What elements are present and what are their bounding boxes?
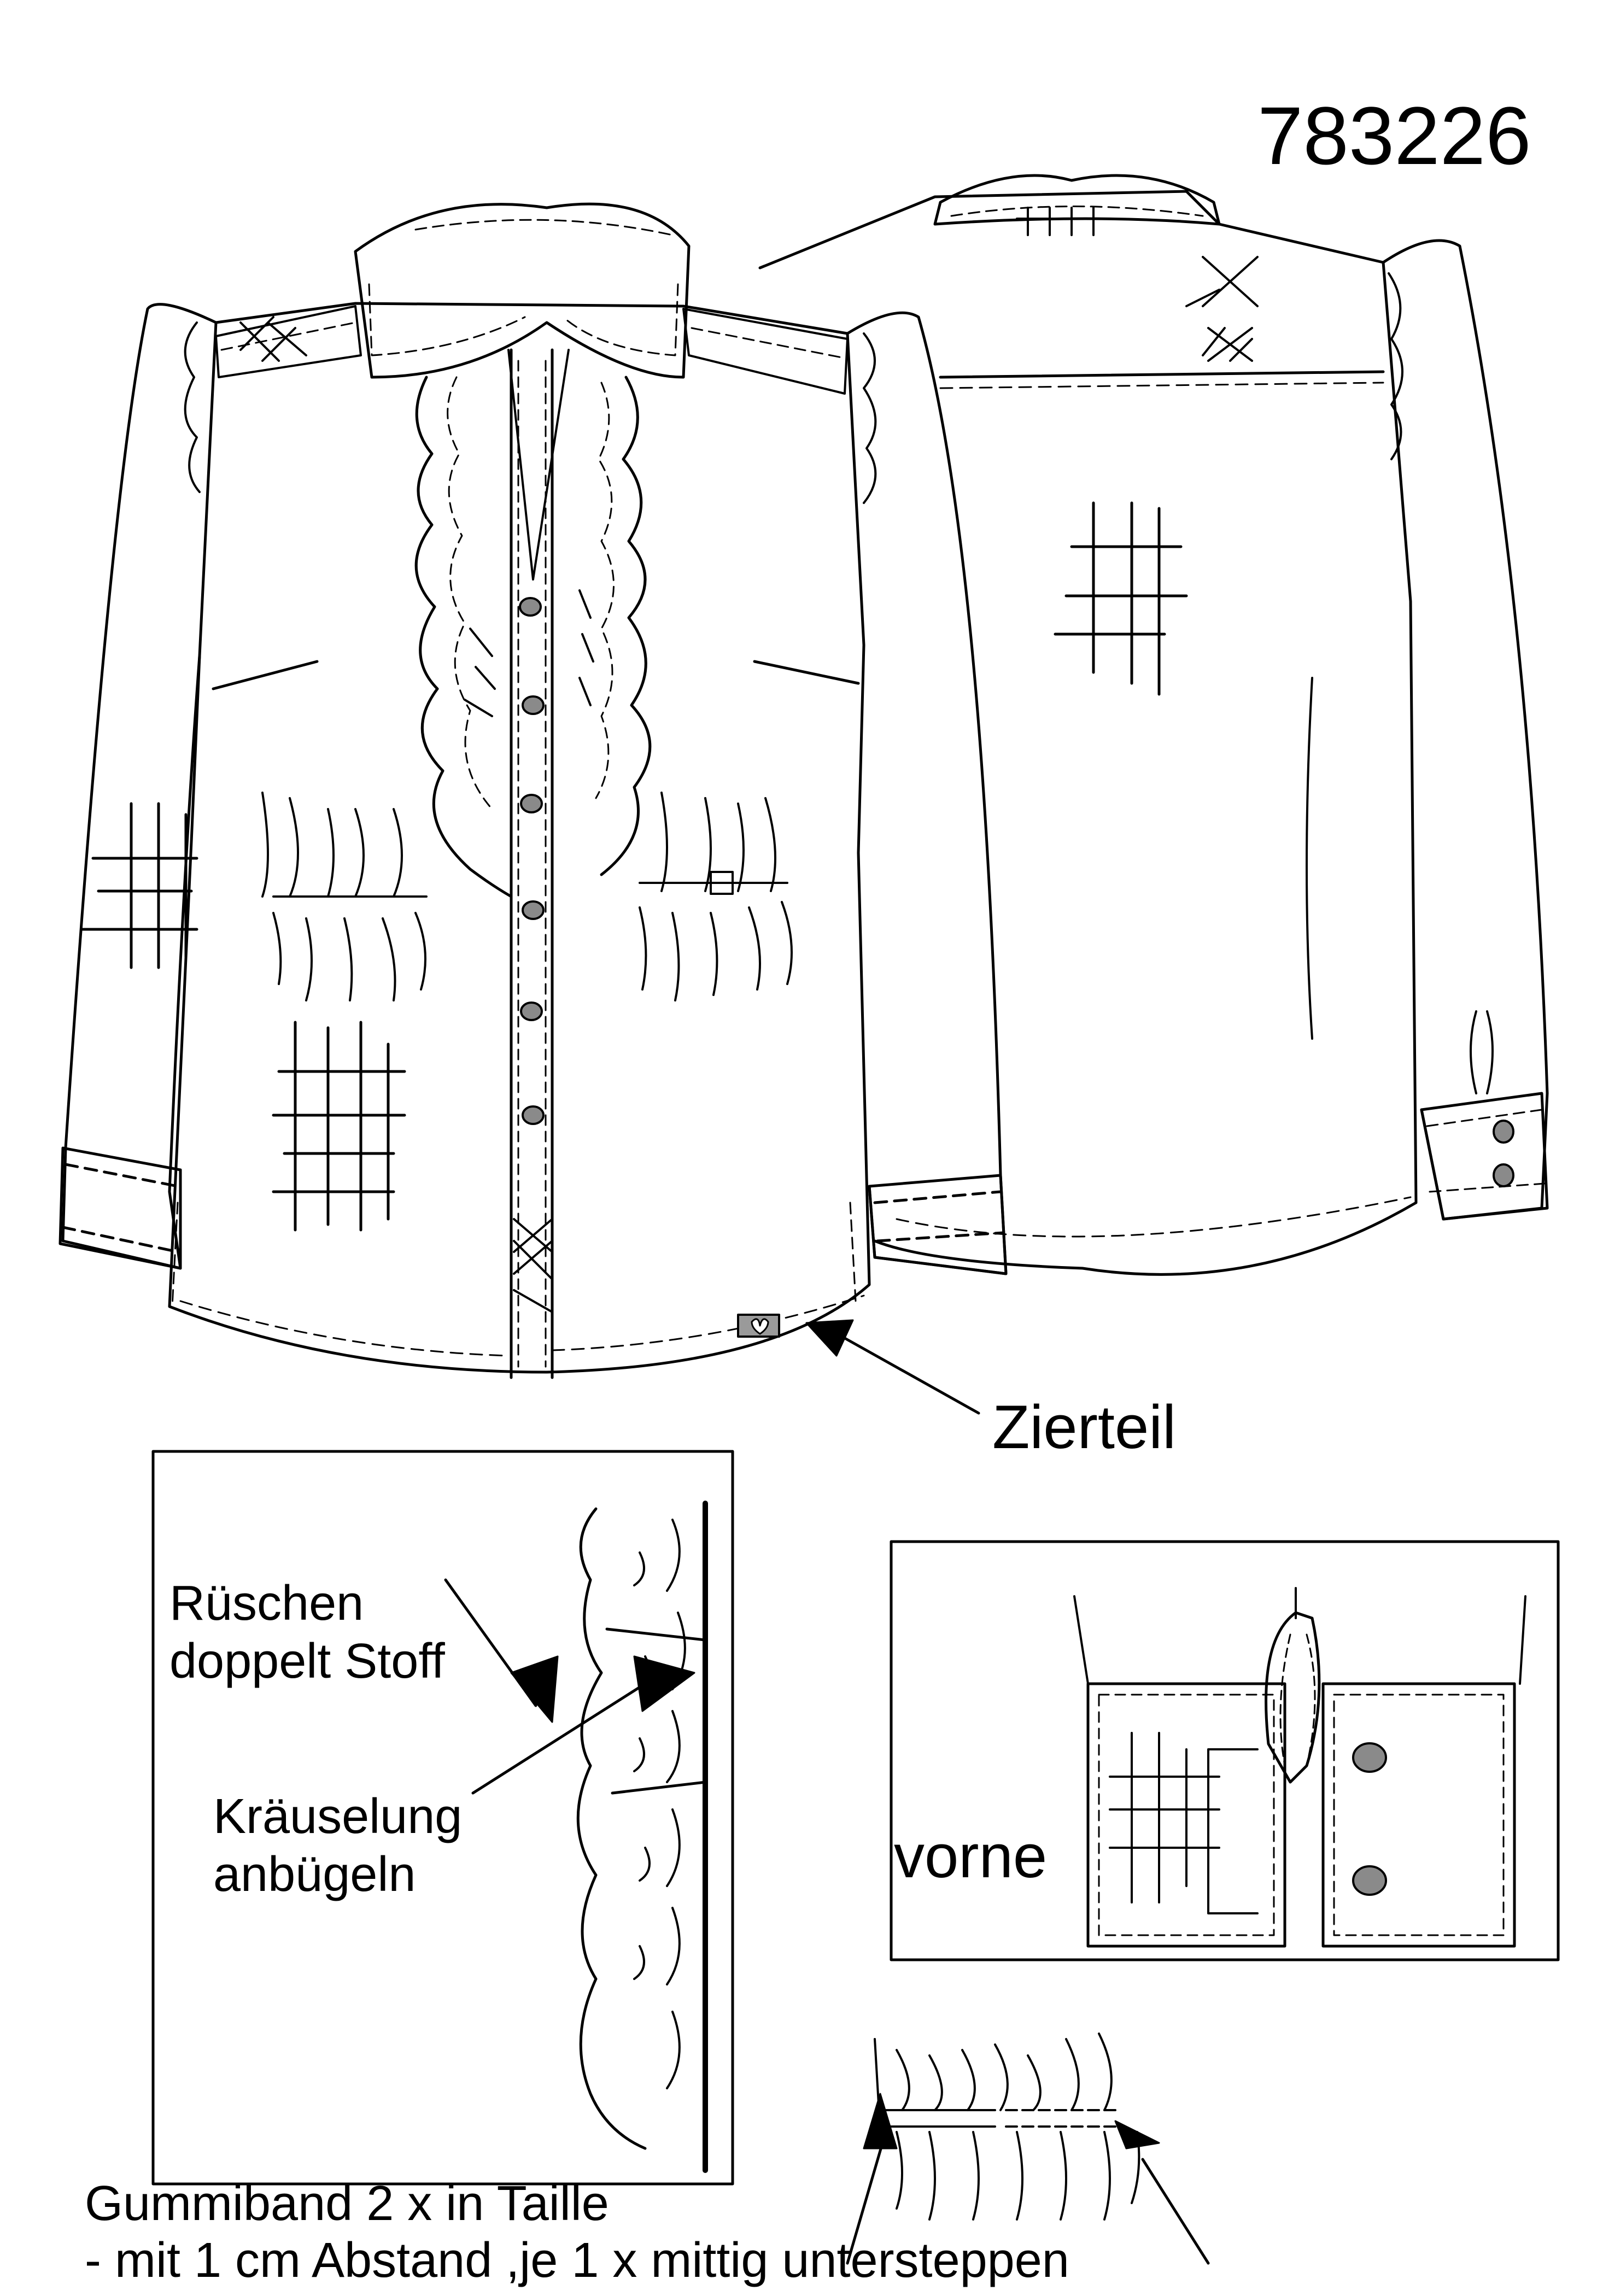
ruffle-detail-frame <box>151 1450 734 2186</box>
front-view <box>59 202 1008 1415</box>
front-right-cuff <box>868 1174 1008 1275</box>
front-collar <box>354 202 691 379</box>
zierteil-leader-line <box>840 1335 980 1415</box>
ruffle-detail <box>151 1450 734 2186</box>
cuff-detail <box>890 1540 1560 1961</box>
gummiband-note: Gummiband 2 x in Taille - mit 1 cm Absta… <box>85 2176 1069 2288</box>
cuff-left-panel <box>1086 1682 1286 1948</box>
zierteil-ornament <box>737 1314 780 1338</box>
rueschen-label: Rüschen doppelt Stoff <box>169 1576 445 1689</box>
vorne-label: vorne <box>894 1822 1048 1890</box>
cuff-right-panel <box>1321 1682 1516 1948</box>
zierteil-label: Zierteil <box>992 1393 1177 1461</box>
back-body-outline <box>758 190 1418 1276</box>
waist-elastic-detail <box>846 2033 1210 2265</box>
back-cuff <box>1420 1092 1549 1221</box>
front-fabric-grid-body <box>272 1021 406 1232</box>
back-view <box>758 174 1549 1276</box>
front-waist-elastic-right <box>639 792 793 1001</box>
cuff-detail-frame <box>890 1540 1560 1961</box>
front-placket <box>510 348 554 1379</box>
front-left-cuff <box>59 1146 182 1270</box>
front-right-sleeve <box>846 311 1008 1275</box>
back-fabric-grid <box>1054 501 1188 696</box>
front-buttons <box>519 597 545 1125</box>
front-ruffle-left <box>414 376 513 898</box>
style-number: 783226 <box>1257 90 1531 181</box>
back-cuff-buttons <box>1493 1120 1514 1187</box>
front-ruffle-right <box>600 376 652 876</box>
cuff-detail-buttons <box>1352 1742 1387 1896</box>
front-fabric-grid-sleeve <box>80 802 198 969</box>
kraeuselung-label: Kräuselung anbügeln <box>213 1789 463 1902</box>
back-right-sleeve <box>1382 239 1549 1221</box>
zierteil-arrowhead <box>805 1319 854 1357</box>
front-body-outline <box>168 302 871 1374</box>
front-waist-elastic-left <box>261 792 428 1001</box>
